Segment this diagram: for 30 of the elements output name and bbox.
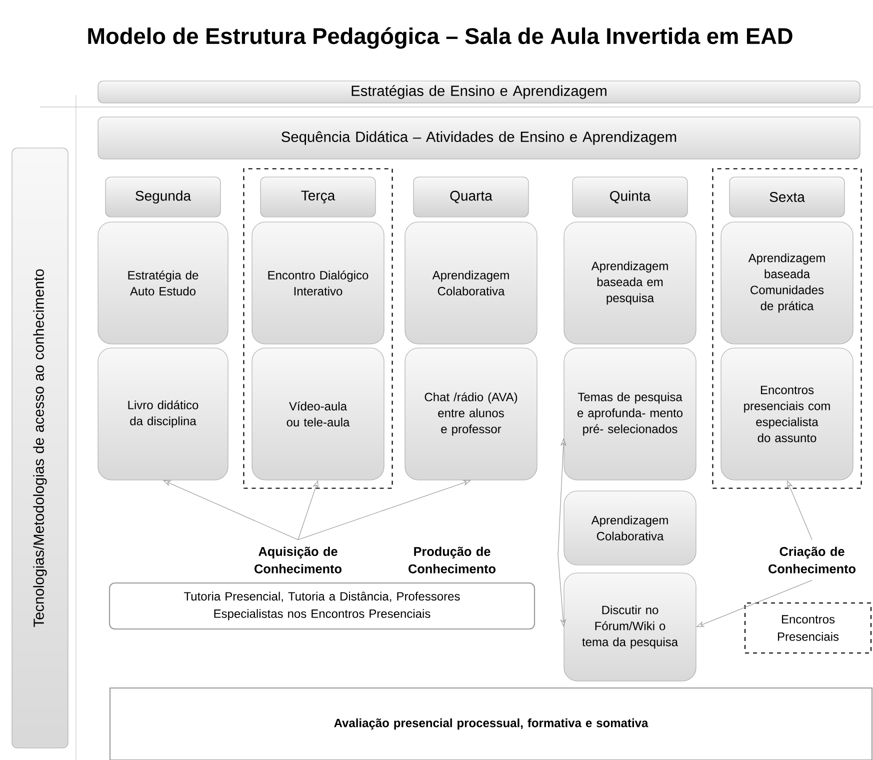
activity-box: Aprendizagem Colaborativa bbox=[564, 490, 696, 566]
caption-text: Criação de Conhecimento bbox=[768, 546, 856, 574]
activity-box: Aprendizagem baseada em pesquisa bbox=[564, 222, 696, 344]
activity-box: Temas de pesquisa e aprofunda- mento pré- selecionados bbox=[564, 348, 696, 480]
activity-box: Discutir no Fórum/Wiki o tema da pesquisa bbox=[564, 572, 696, 682]
activity-box: Livro didático da disciplina bbox=[98, 348, 228, 480]
day-header: Segunda bbox=[105, 176, 221, 218]
activity-box: Aprendizagem baseada Comunidades de prática bbox=[720, 222, 854, 344]
heading-bar: Estratégias de Ensino e Aprendizagem bbox=[98, 80, 860, 104]
activity-box: Aprendizagem Colaborativa bbox=[404, 222, 538, 344]
dashed-frame bbox=[712, 168, 862, 489]
caption-text: Aquisição de Conhecimento bbox=[254, 546, 342, 574]
side-bar: Tecnologias/Metodologias de acesso ao conhecimento bbox=[12, 148, 68, 748]
activity-box: Estratégia de Auto Estudo bbox=[98, 222, 228, 344]
arrow bbox=[298, 480, 471, 540]
arrow bbox=[163, 480, 298, 540]
heading-bar: Sequência Didática – Atividades de Ensino e Aprendizagem bbox=[98, 116, 860, 160]
activity-box: Chat /rádio (AVA) entre alunos e professor bbox=[404, 348, 538, 480]
title: Modelo de Estrutura Pedagógica – Sala de Aula Invertida em EAD bbox=[88, 27, 792, 49]
activity-box: Vídeo-aula ou tele-aula bbox=[252, 348, 384, 480]
note-box: Tutoria Presencial, Tutoria a Distância, Professores Especialistas nos Encontros Presenciais bbox=[108, 582, 536, 630]
assessment-box: Avaliação presencial processual, formativa e somativa bbox=[109, 687, 873, 760]
day-header: Quinta bbox=[572, 176, 688, 218]
day-header: Sexta bbox=[729, 176, 845, 218]
day-header: Terça bbox=[260, 176, 376, 218]
activity-box: Encontros presenciais com especialista do assunto bbox=[720, 348, 854, 480]
day-header: Quarta bbox=[413, 176, 529, 218]
dashed-box: Encontros Presenciais bbox=[744, 602, 872, 654]
activity-box: Encontro Dialógico Interativo bbox=[252, 222, 384, 344]
dashed-frame bbox=[243, 168, 393, 489]
